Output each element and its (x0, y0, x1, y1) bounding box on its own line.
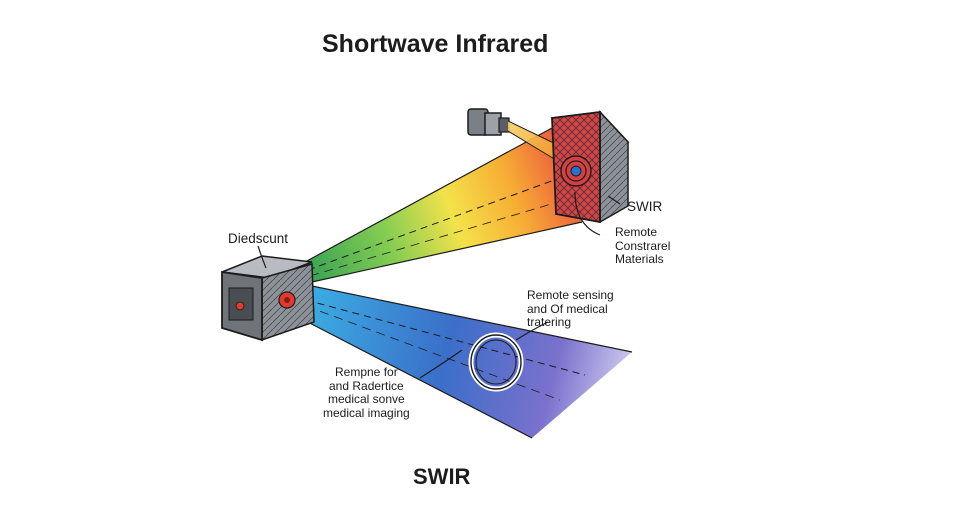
upper-beam (304, 127, 583, 283)
target-panel-icon (550, 110, 630, 224)
medical-leader (419, 349, 463, 379)
medical-imaging-label: Rempne for and Radertice medical sonve m… (323, 365, 410, 420)
target-ring-icon (468, 332, 524, 392)
materials-label: Remote Constrarel Materials (615, 225, 671, 266)
camera-icon (467, 108, 561, 161)
remote-sensing-label: Remote sensing and Of medical tratering (527, 288, 614, 329)
swir-leader (607, 195, 621, 205)
detector-leader (257, 245, 267, 269)
detector-label: Diedscunt (228, 231, 289, 246)
bottom-caption: SWIR (413, 464, 471, 489)
remote-sensing-leader (515, 321, 549, 341)
detector-box-icon (221, 255, 315, 342)
lower-beam (299, 285, 633, 439)
leader-lines (257, 191, 621, 379)
materials-leader (574, 191, 601, 236)
swir-label: SWIR (627, 199, 663, 214)
page-title: Shortwave Infrared (322, 30, 549, 58)
